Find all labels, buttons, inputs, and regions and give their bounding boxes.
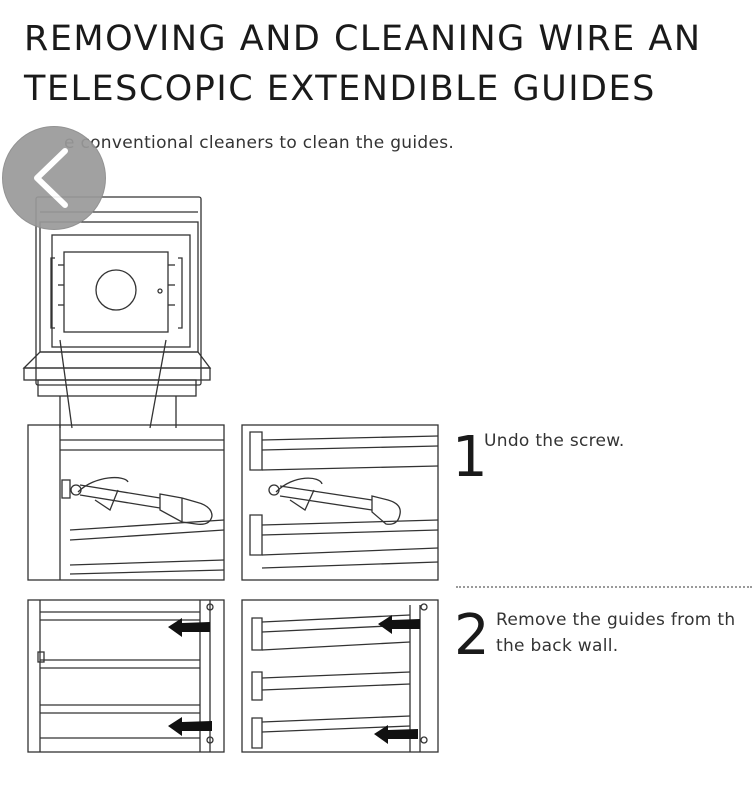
step-2-number: 2 xyxy=(454,603,490,668)
title-line-1: REMOVING AND CLEANING WIRE AN xyxy=(24,19,702,59)
panel-1a xyxy=(27,424,225,581)
page-title: REMOVING AND CLEANING WIRE AN TELESCOPIC… xyxy=(24,14,702,114)
panel-2a xyxy=(27,599,225,753)
removal-arrows xyxy=(168,615,420,744)
back-button[interactable] xyxy=(2,126,106,230)
step-1-text: Undo the screw. xyxy=(484,431,625,451)
step-2-text-line-1: Remove the guides from th xyxy=(496,610,736,630)
step-1-number: 1 xyxy=(452,425,488,490)
panel-2b xyxy=(241,599,439,753)
title-line-2: TELESCOPIC EXTENDIBLE GUIDES xyxy=(24,69,656,109)
chevron-left-icon xyxy=(34,148,68,208)
panel-1b xyxy=(241,424,439,581)
intro-text: e conventional cleaners to clean the gui… xyxy=(64,133,455,153)
oven-illustration xyxy=(22,196,212,429)
step-2-text-line-2: the back wall. xyxy=(496,636,619,656)
step-divider xyxy=(456,586,752,588)
